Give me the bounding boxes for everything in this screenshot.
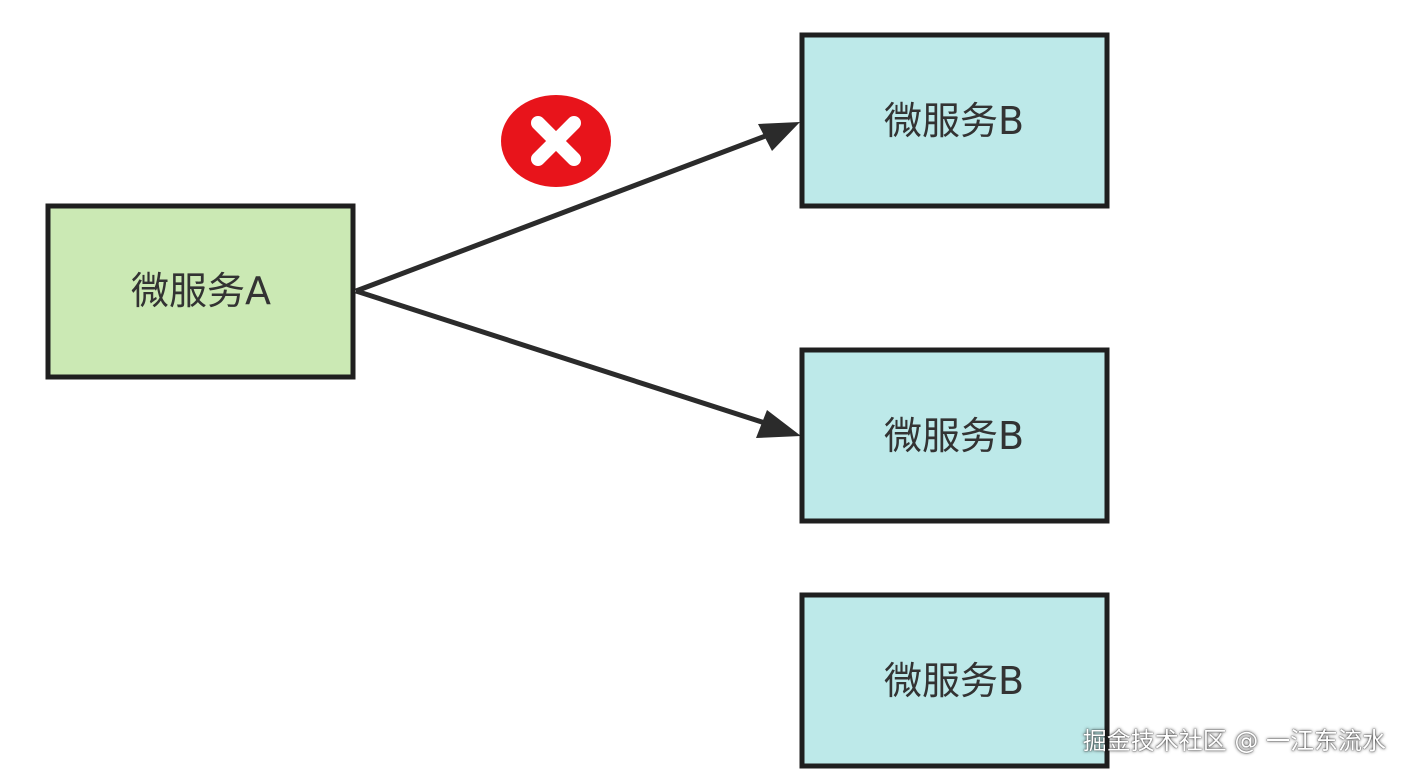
node-label: 微服务B	[884, 414, 1024, 458]
node-label: 微服务B	[884, 99, 1024, 143]
node-microservice-a: 微服务A	[45, 203, 356, 380]
arrowhead-icon	[758, 122, 800, 151]
watermark-text: 掘金技术社区 @ 一江东流水	[1082, 727, 1386, 755]
arrowhead-icon	[756, 410, 801, 438]
edge-a-to-b1	[355, 122, 800, 294]
node-label: 微服务B	[884, 659, 1024, 703]
x-circle-icon	[501, 95, 611, 187]
edge-a-to-b2	[355, 288, 801, 438]
node-microservice-b-1: 微服务B	[799, 32, 1110, 209]
node-microservice-b-3: 微服务B	[799, 592, 1110, 769]
node-label: 微服务A	[131, 269, 271, 313]
node-microservice-b-2: 微服务B	[799, 347, 1110, 524]
